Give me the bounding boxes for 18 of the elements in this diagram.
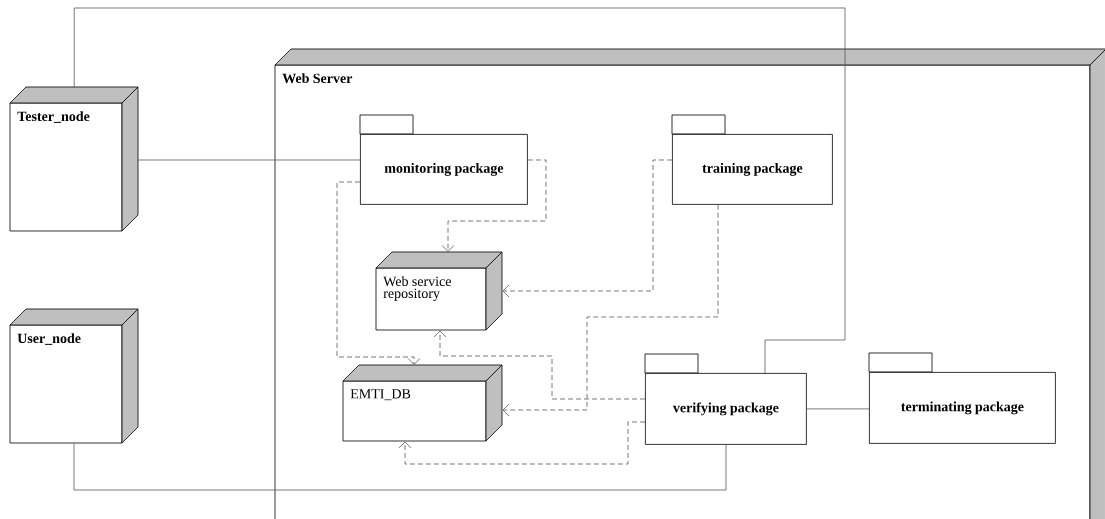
dependency-arrow xyxy=(433,330,646,400)
dependency-arrow xyxy=(502,204,719,417)
package-folder: training package xyxy=(671,114,833,205)
connector-line xyxy=(806,408,870,410)
node-cube: User_node xyxy=(9,308,139,444)
connector-line xyxy=(73,7,846,374)
node-cube: Web service repository xyxy=(375,251,503,331)
package-folder: verifying package xyxy=(644,353,807,445)
node-cube: Tester_node xyxy=(9,86,139,232)
connector-line xyxy=(138,159,361,161)
connector-line xyxy=(73,443,727,491)
dependency-arrow xyxy=(398,421,646,465)
package-folder: terminating package xyxy=(868,352,1056,444)
node-cube: EMTI_DB xyxy=(342,364,503,442)
dependency-arrow xyxy=(502,159,673,298)
dependency-arrow xyxy=(441,159,547,252)
dependency-arrow xyxy=(336,181,421,365)
package-folder: monitoring package xyxy=(359,114,528,205)
